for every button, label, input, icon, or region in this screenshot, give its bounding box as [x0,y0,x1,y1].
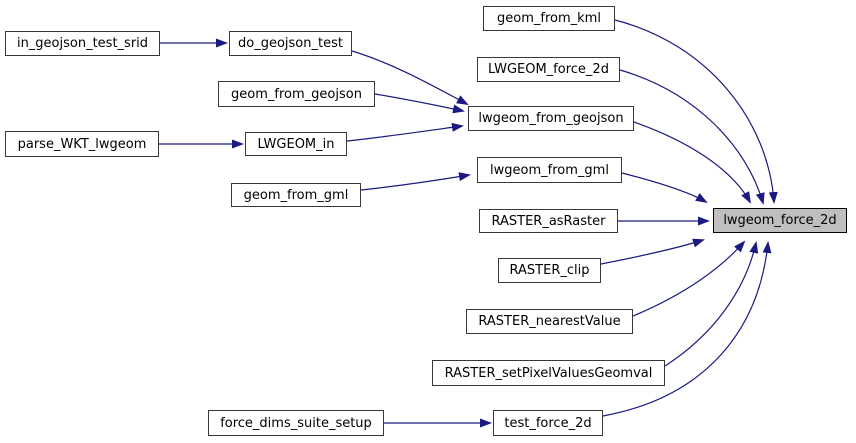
edge-test_force_2d-to-lwgeom_force_2d [602,241,772,417]
node-lwgeom_from_gml[interactable]: lwgeom_from_gml [477,157,622,183]
edge-lwgeom_from_geojson-to-lwgeom_force_2d [633,121,751,204]
edge-geom_from_geojson-to-lwgeom_from_geojson [374,93,465,114]
node-parse_WKT_lwgeom[interactable]: parse_WKT_lwgeom [5,131,159,157]
edge-RASTER_clip-to-lwgeom_force_2d [600,238,705,265]
edge-geom_from_kml-to-lwgeom_force_2d [614,19,778,204]
edge-lwgeom_from_gml-to-lwgeom_force_2d [621,172,708,204]
edge-RASTER_nearestValue-to-lwgeom_force_2d [632,240,746,317]
node-lwgeom_from_geojson[interactable]: lwgeom_from_geojson [468,106,634,131]
node-RASTER_asRaster[interactable]: RASTER_asRaster [479,209,618,233]
edge-geom_from_gml-to-lwgeom_from_gml [360,172,471,191]
edge-LWGEOM_force_2d-to-lwgeom_force_2d [619,69,765,205]
node-force_dims_suite_setup[interactable]: force_dims_suite_setup [208,410,384,436]
edge-RASTER_setPixelValuesGeomval-to-lwgeom_force_2d [664,241,759,367]
node-RASTER_setPixelValuesGeomval[interactable]: RASTER_setPixelValuesGeomval [432,360,665,386]
node-geom_from_kml[interactable]: geom_from_kml [483,6,615,31]
node-geom_from_gml[interactable]: geom_from_gml [231,183,361,207]
node-LWGEOM_in[interactable]: LWGEOM_in [245,132,347,156]
node-do_geojson_test[interactable]: do_geojson_test [229,31,352,56]
node-test_force_2d[interactable]: test_force_2d [493,410,603,436]
node-in_geojson_test_srid[interactable]: in_geojson_test_srid [5,31,160,56]
edge-do_geojson_test-to-lwgeom_from_geojson [351,50,469,105]
node-LWGEOM_force_2d[interactable]: LWGEOM_force_2d [477,57,620,82]
node-RASTER_clip[interactable]: RASTER_clip [498,258,601,283]
node-lwgeom_force_2d-target: lwgeom_force_2d [713,208,847,233]
node-geom_from_geojson[interactable]: geom_from_geojson [218,81,375,107]
edge-LWGEOM_in-to-lwgeom_from_geojson [346,122,464,142]
node-RASTER_nearestValue[interactable]: RASTER_nearestValue [466,309,633,334]
